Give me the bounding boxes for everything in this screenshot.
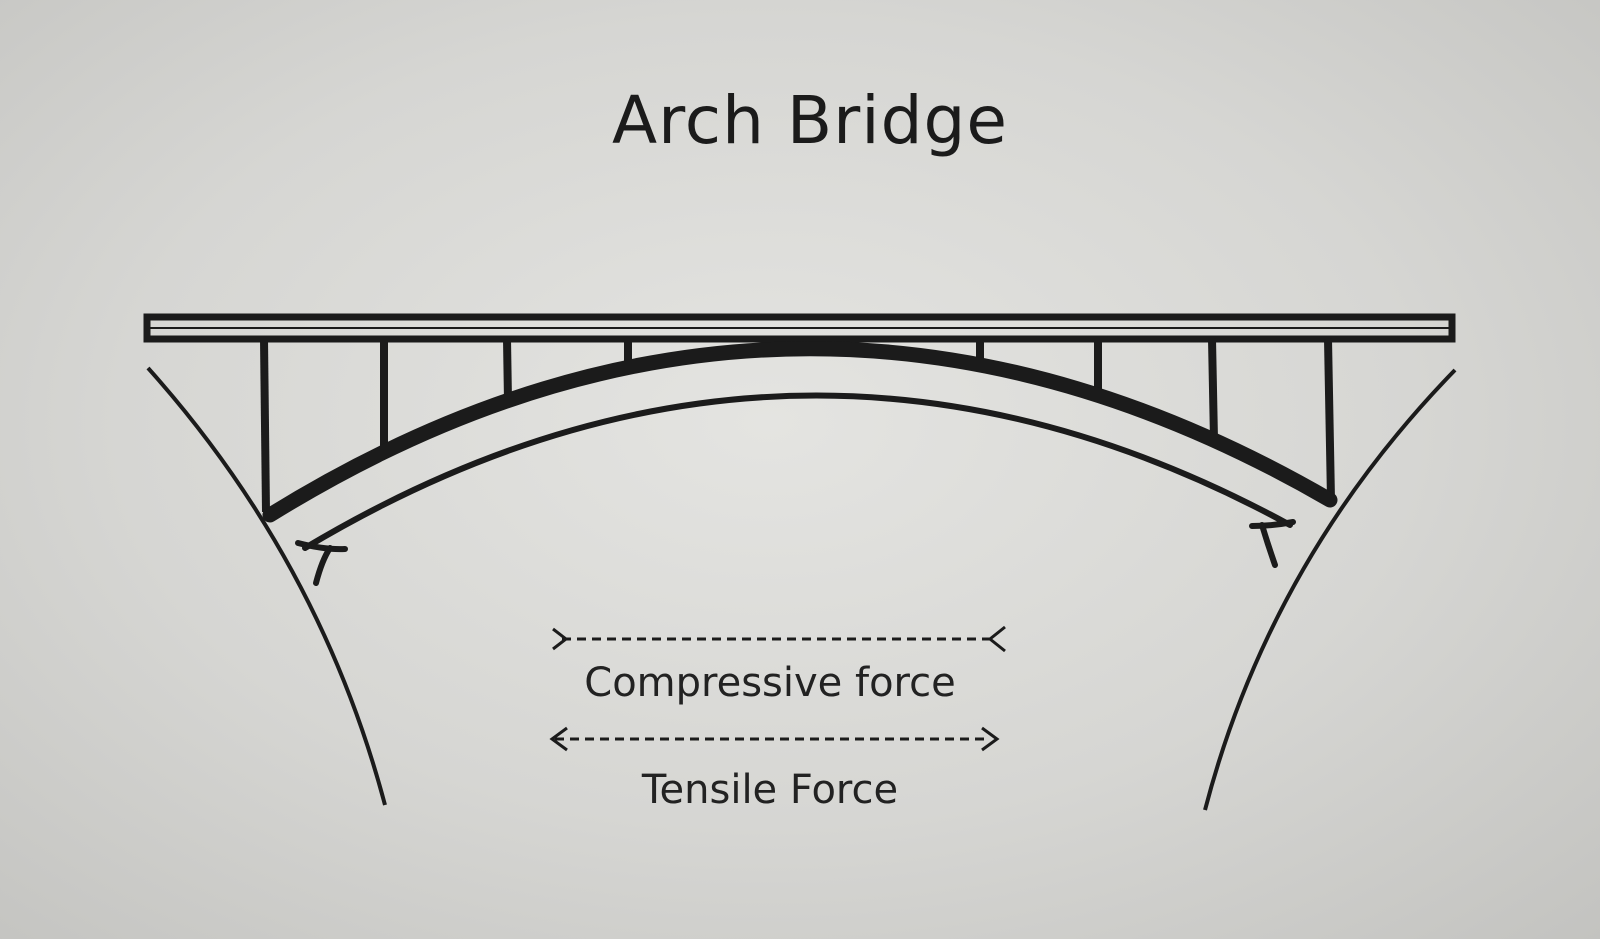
bridge-deck <box>143 313 1456 343</box>
arch-springings <box>295 519 1296 586</box>
right-canyon-wall <box>1203 368 1457 811</box>
compressive-force-arrow <box>552 625 1006 653</box>
upper-arch-rib <box>262 341 1338 523</box>
tensile-force-arrow <box>549 726 1000 752</box>
tensile-force-label: Tensile Force <box>641 767 899 813</box>
canyon-walls <box>146 366 1457 811</box>
compressive-force-label: Compressive force <box>584 660 956 706</box>
diagram-title: Arch Bridge <box>611 82 1009 159</box>
lower-arch-rib <box>302 392 1293 551</box>
left-canyon-wall <box>146 366 387 806</box>
